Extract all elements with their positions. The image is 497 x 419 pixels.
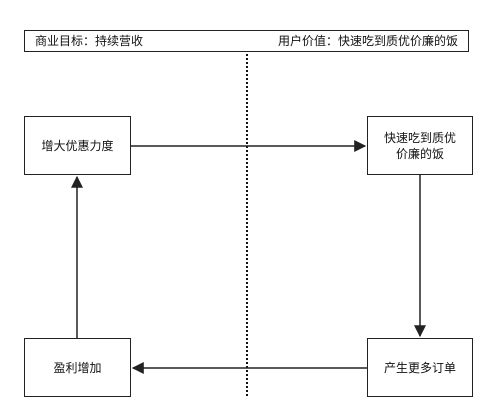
goal-header-bar: 商业目标：持续营收 用户价值：快速吃到质优价廉的饭 — [24, 30, 469, 52]
business-goal-label: 商业目标：持续营收 — [35, 34, 144, 48]
node-more-orders-label: 产生更多订单 — [383, 360, 456, 375]
node-fast-quality-meal-label: 快速吃到质优价廉的饭 — [383, 130, 456, 161]
center-dotted-divider — [246, 54, 248, 396]
node-increase-discount-label: 增大优惠力度 — [41, 138, 114, 153]
node-more-orders: 产生更多订单 — [367, 338, 473, 397]
node-profit-increase: 盈利增加 — [24, 338, 131, 397]
user-value-label: 用户价值：快速吃到质优价廉的饭 — [277, 34, 458, 48]
node-profit-increase-label: 盈利增加 — [53, 360, 102, 375]
node-increase-discount: 增大优惠力度 — [24, 116, 131, 175]
node-fast-quality-meal: 快速吃到质优价廉的饭 — [367, 116, 473, 175]
